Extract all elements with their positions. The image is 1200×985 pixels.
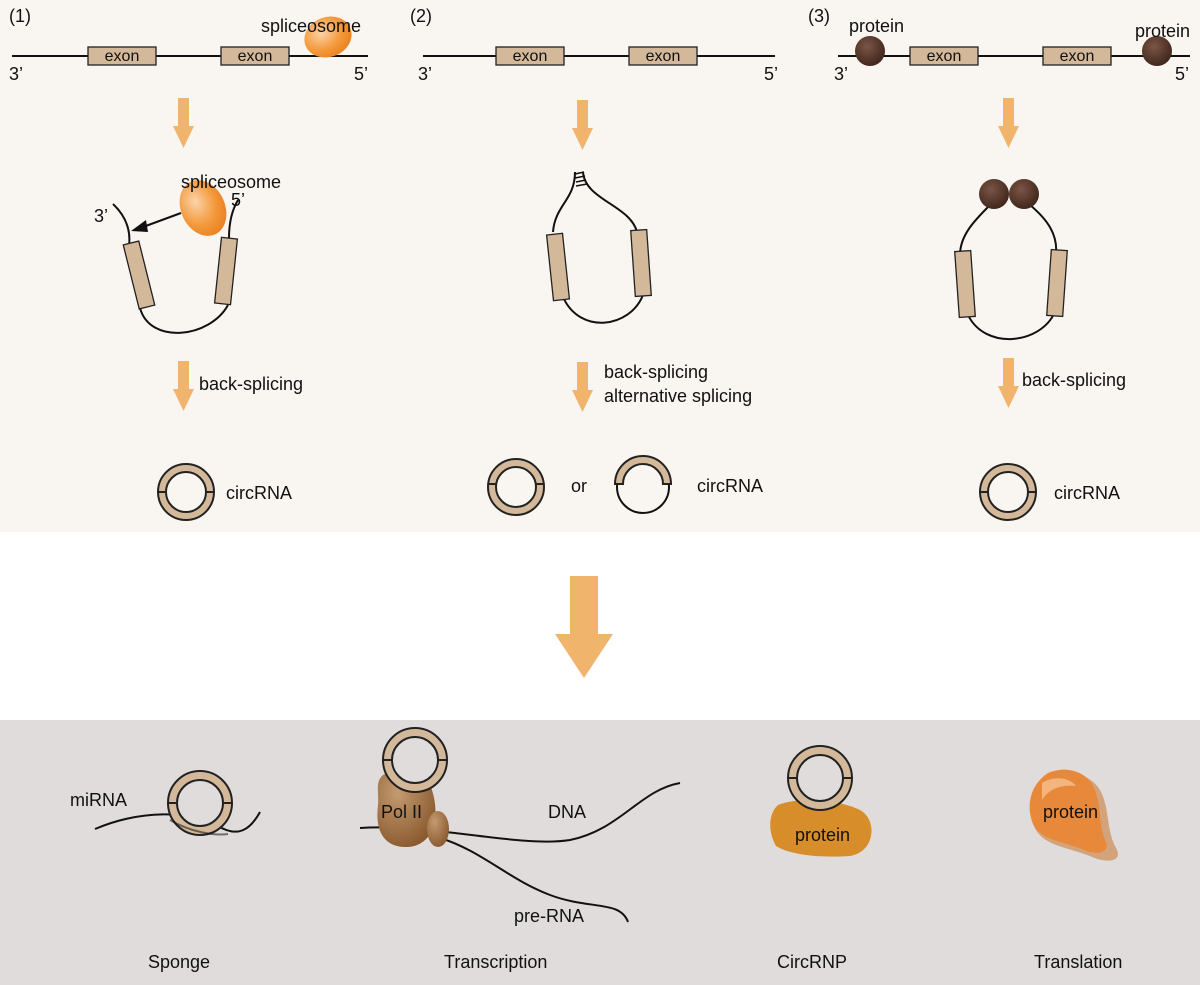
arrow-head [131,220,148,232]
ribonucleoprotein-shape [427,811,449,847]
step-label: back-splicing [604,362,708,382]
mechanism-1-number: (1) [9,6,31,26]
protein-label: protein [849,16,904,36]
rna-strand [112,203,131,247]
circrna-label: circRNA [226,483,292,503]
mechanism-1: (1) exon exon 3’ 5’ spliceosome spliceos… [9,6,368,521]
rna-strand [967,311,1056,340]
mirna-label: miRNA [70,790,127,810]
process-arrow [173,361,194,411]
exon-box [495,46,565,66]
spliceosome-label: spliceosome [181,172,281,192]
or-label: or [571,476,587,496]
circrna-ring [167,770,233,836]
transcription-title: Transcription [444,952,547,972]
protein-bead [979,179,1009,209]
protein-label: protein [1135,21,1190,41]
function-circrnp: protein CircRNP [770,745,872,972]
three-prime-label: 3’ [418,64,432,84]
spliceosome-label: spliceosome [261,16,361,36]
base-pair [574,175,586,179]
five-prime-label: 5’ [1175,64,1189,84]
step-label: back-splicing [1022,370,1126,390]
exon-label: exon [513,48,548,65]
exon-label: exon [105,48,140,65]
rna-strand [228,199,239,239]
process-arrow [173,98,194,148]
pre-rna-strand [439,837,629,923]
mechanism-3-number: (3) [808,6,830,26]
step-label: alternative splicing [604,386,752,406]
five-prime-label: 5’ [764,64,778,84]
process-arrow [572,362,593,412]
process-arrow [998,98,1019,148]
exon-box [628,46,698,66]
spliceosome-shape [179,180,227,236]
rna-strand [562,294,644,324]
arrow-line [142,212,182,228]
sponge-title: Sponge [148,952,210,972]
partial-circrna-ring [613,455,673,514]
step-label: back-splicing [199,374,303,394]
mechanism-2-number: (2) [410,6,432,26]
process-arrow [572,100,593,150]
function-panel [0,720,1200,985]
three-prime-label: 3’ [9,64,23,84]
exon-label: exon [238,48,273,65]
mechanism-3: (3) exon exon protein protein 3’ 5’ back… [808,6,1190,521]
pre-rna-label: pre-RNA [514,906,584,926]
mechanism-2: (2) exon exon 3’ 5’ back-splicing altern… [410,6,778,516]
rna-strand [139,304,229,334]
dna-label: DNA [548,802,586,822]
exon-box [220,46,290,66]
exon-box [1042,46,1112,66]
pol-ii-label: Pol II [381,802,422,822]
protein-label: protein [1043,802,1098,822]
three-prime-label: 3’ [834,64,848,84]
exon-box [909,46,979,66]
exon-box [954,249,976,319]
exon-box [630,228,652,298]
exon-box [122,240,156,310]
base-pair [574,171,585,175]
five-prime-label: 5’ [354,64,368,84]
circrna-ring [382,727,448,793]
rna-strand [959,204,991,256]
function-transcription: Pol II DNA pre-RNA Transcription [359,727,681,972]
exon-box [545,232,571,302]
base-pair [575,179,587,183]
spliceosome-shape [304,16,352,58]
circrna-ring [157,463,215,521]
protein-label: protein [795,825,850,845]
function-sponge: miRNA Sponge [70,770,261,972]
circrna-label: circRNA [1054,483,1120,503]
process-arrow [998,358,1019,408]
protein-bead [1009,179,1039,209]
exon-label: exon [927,48,962,65]
translation-title: Translation [1034,952,1122,972]
rna-strand [552,171,576,233]
three-prime-label: 3’ [94,206,108,226]
circrna-label: circRNA [697,476,763,496]
circrna-ring [487,458,545,516]
exon-label: exon [646,48,681,65]
big-down-arrow [555,576,613,678]
protein-bead [1142,36,1172,66]
function-translation: protein Translation [1029,769,1122,972]
protein-bead [855,36,885,66]
exon-box [87,46,157,66]
circrnp-title: CircRNP [777,952,847,972]
protein-shape [770,799,872,857]
circrna-ring [979,463,1037,521]
exon-box [1046,248,1068,318]
five-prime-label: 5’ [231,190,245,210]
exon-label: exon [1060,48,1095,65]
base-pair [575,183,588,187]
exon-box [213,236,239,306]
circrna-ring [787,745,853,811]
biogenesis-panel [0,0,1200,532]
